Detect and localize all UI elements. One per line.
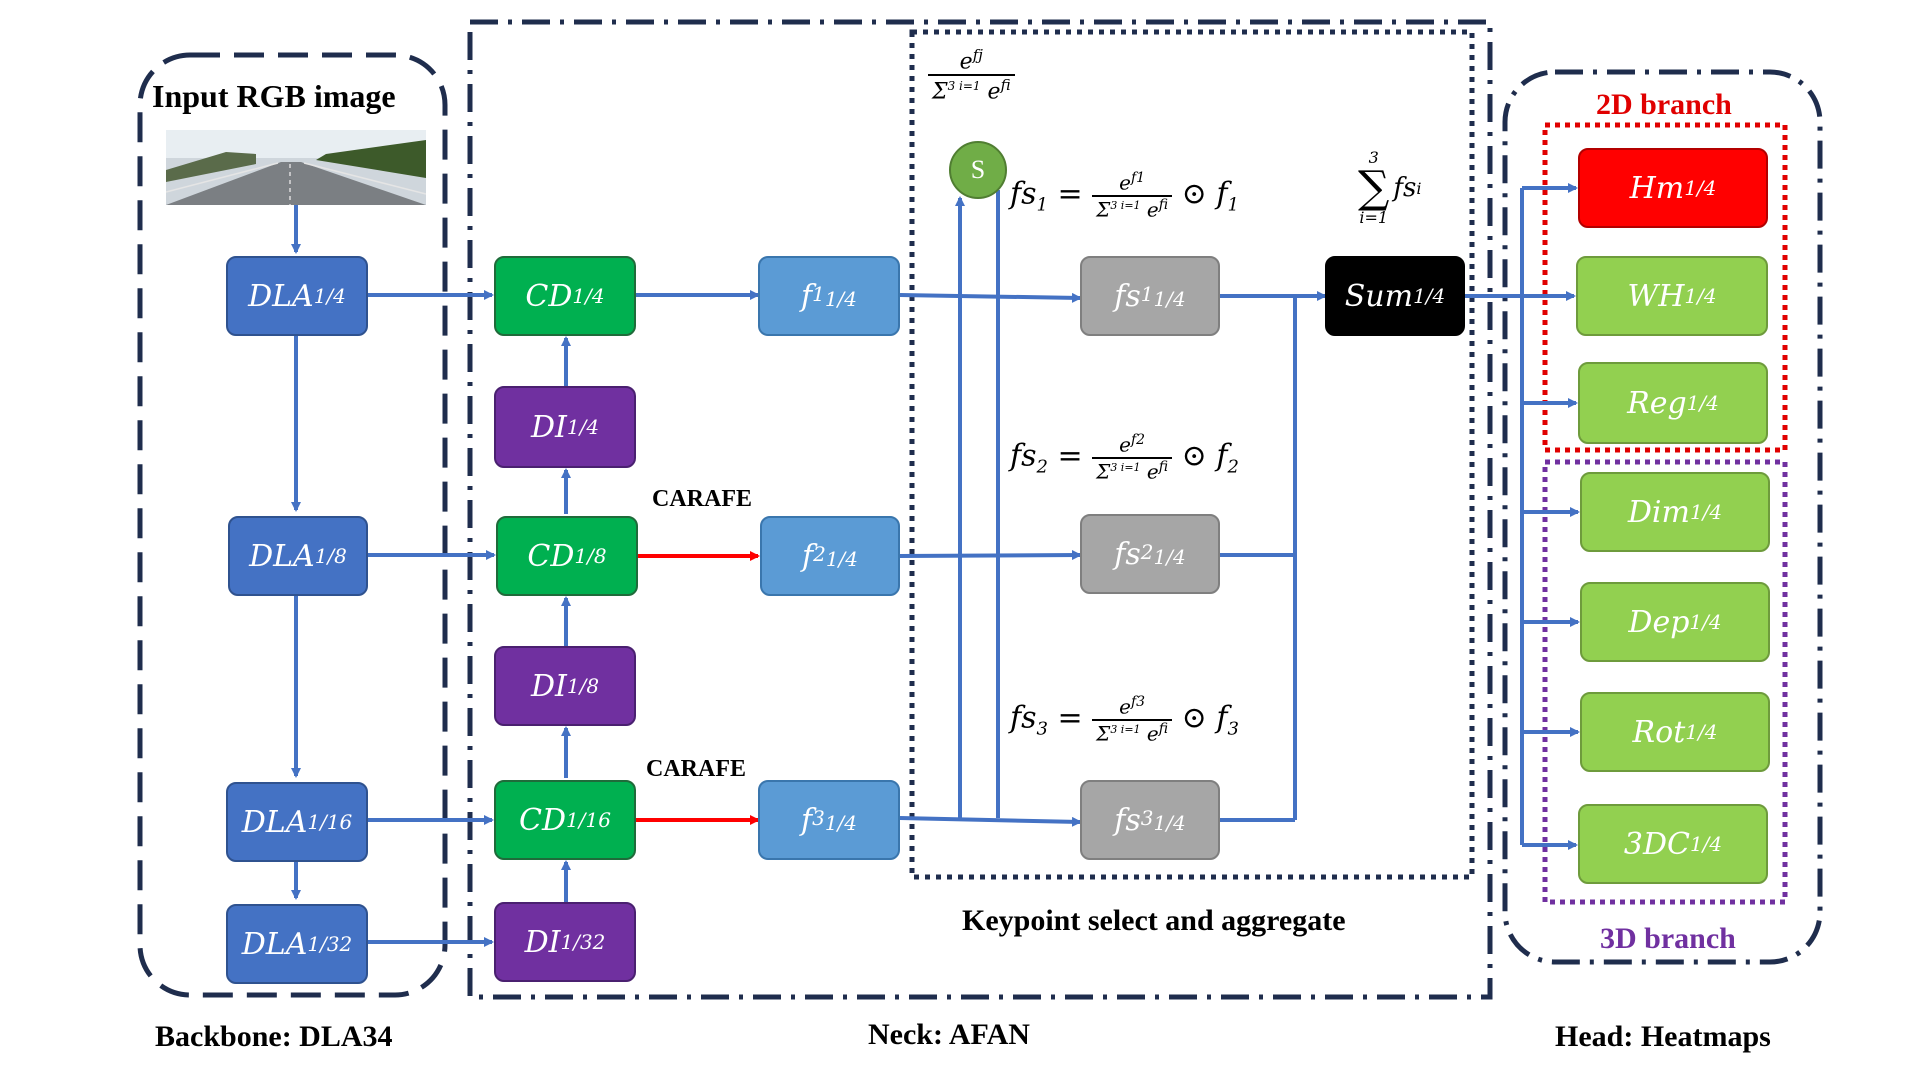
neck-caption: Neck: AFAN	[868, 1018, 1030, 1051]
keypoint-caption: Keypoint select and aggregate	[962, 904, 1346, 937]
input-rgb-image-label: Input RGB image	[152, 78, 396, 114]
backbone-frame	[137, 52, 448, 998]
backbone-caption: Backbone: DLA34	[155, 1020, 393, 1053]
s-node-label: S	[970, 155, 986, 184]
input-road-image	[166, 130, 426, 205]
softmax-formula: efj Σ3 i=1 efi	[928, 46, 1015, 105]
head-frame	[1502, 69, 1823, 965]
branch-3d-label: 3D branch	[1600, 922, 1736, 955]
s-node-circle	[949, 141, 1007, 199]
branch-2d-frame	[1542, 122, 1788, 453]
neck-frame	[467, 19, 1493, 1000]
branch-2d-label: 2D branch	[1596, 88, 1732, 121]
carafe-label-1: CARAFE	[652, 486, 752, 512]
branch-3d-frame	[1542, 459, 1788, 905]
arrow-f2-fs2	[899, 550, 1082, 561]
carafe-label-2: CARAFE	[646, 756, 746, 782]
head-caption: Head: Heatmaps	[1555, 1020, 1771, 1053]
arrow-f3-fs3	[899, 816, 1082, 827]
keypoint-frame	[909, 29, 1475, 880]
arrow-f1-fs1	[899, 292, 1082, 303]
